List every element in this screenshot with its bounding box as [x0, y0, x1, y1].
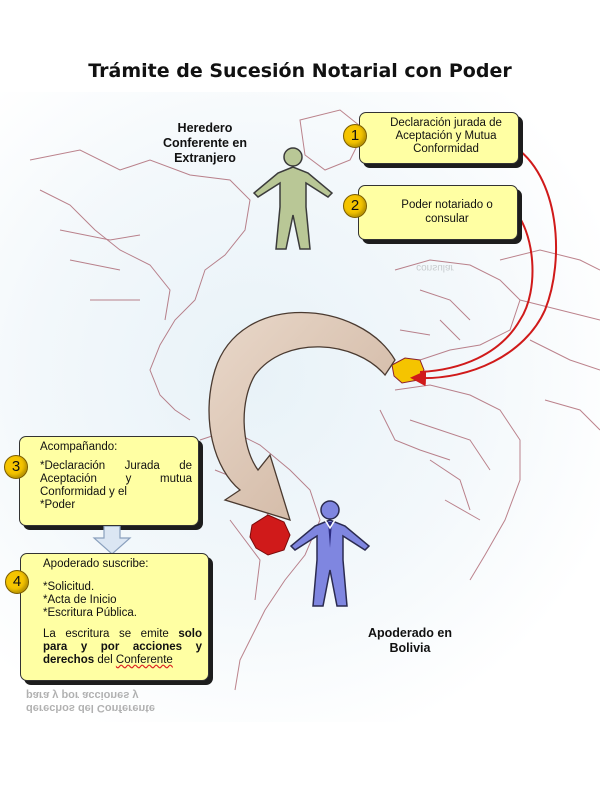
step-1-line: Aceptación y Mutua	[395, 130, 497, 142]
step-3-heading: Acompañando:	[40, 441, 118, 453]
person-figure-icon	[252, 147, 334, 250]
step-2-line: consular	[425, 213, 469, 225]
down-arrow-icon	[92, 526, 132, 555]
reflection-line: derechos del Conferente	[26, 702, 155, 714]
step-2-reflection: consular	[416, 262, 454, 273]
step-1-box: Declaración jurada de Aceptación y Mutua…	[359, 112, 519, 164]
step-2-box: Poder notariado o consular	[358, 185, 518, 240]
page-title: Trámite de Sucesión Notarial con Poder	[88, 60, 512, 82]
step-4-note-mid: del	[94, 654, 116, 666]
step-4-note: La escritura se emite solo para y por ac…	[43, 628, 202, 667]
step-3-number-badge: 3	[4, 455, 28, 479]
step-4-number-badge: 4	[5, 570, 29, 594]
heir-label-line: Conferente en	[162, 136, 248, 150]
step-1-number-badge: 1	[343, 124, 367, 148]
step-1-line: Conformidad	[413, 143, 479, 155]
bolivia-shape	[249, 514, 291, 556]
heir-label-line: Heredero	[177, 121, 233, 135]
step-1-line: Declaración jurada de	[390, 117, 502, 129]
step-2-line: Poder notariado o	[401, 199, 493, 211]
step-4-note-bold: solo para y por acciones y derechos	[43, 628, 202, 666]
heir-label-line: Extranjero	[174, 151, 236, 165]
step-3-box: Acompañando: *Declaración Jurada de Acep…	[19, 436, 199, 526]
reflection-line: para y por acciones y	[26, 689, 139, 701]
step-2-number-badge: 2	[343, 194, 367, 218]
agent-label-line: Apoderado en	[367, 626, 453, 640]
heir-label: Heredero Conferente en Extranjero	[150, 121, 260, 166]
step-4-item: *Solicitud.	[43, 581, 95, 593]
step-4-item: *Escritura Pública.	[43, 607, 137, 619]
step-4-note-end: Conferente	[115, 654, 173, 666]
step-3-text-2: *Poder	[40, 499, 76, 511]
step-3-text: *Declaración Jurada de Aceptación y mutu…	[40, 460, 192, 498]
step-4-note-prefix: La escritura se emite	[43, 628, 179, 640]
agent-label: Apoderado en Bolivia	[355, 626, 465, 656]
step-4-heading: Apoderado suscribe:	[43, 558, 149, 570]
step-4-box: Apoderado suscribe: *Solicitud. *Acta de…	[20, 553, 209, 681]
agent-label-line: Bolivia	[389, 641, 431, 655]
person-suit-figure-icon	[289, 500, 371, 607]
step-4-item: *Acta de Inicio	[43, 594, 117, 606]
step-4-reflection: derechos del Conferente para y por accio…	[26, 688, 206, 714]
